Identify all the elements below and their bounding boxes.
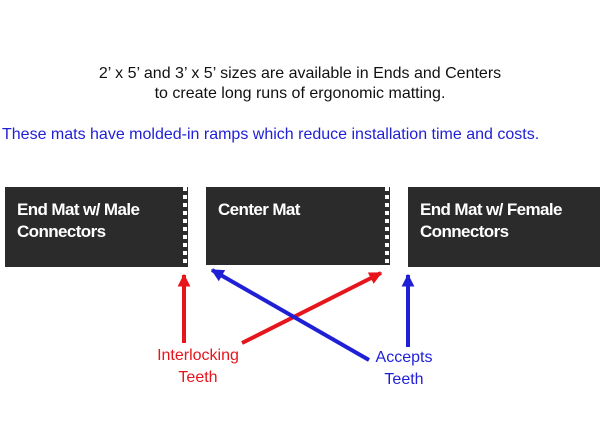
intro-line-2: to create long runs of ergonomic matting… xyxy=(154,85,446,102)
callout-interlocking-teeth: Interlocking Teeth xyxy=(148,345,248,389)
center-mat: Center Mat xyxy=(206,187,390,265)
end-mat-male-label: End Mat w/ Male Connectors xyxy=(17,199,140,243)
end-mat-male-label-line-1: End Mat w/ Male xyxy=(17,200,140,219)
center-mat-label: Center Mat xyxy=(218,199,300,221)
male-connector-teeth xyxy=(183,187,187,267)
center-connector-teeth xyxy=(385,187,389,265)
callout-accepts-line-2: Teeth xyxy=(384,371,424,388)
arrow-accepts-to-center xyxy=(210,268,370,362)
callout-accepts-teeth: Accepts Teeth xyxy=(358,347,450,391)
center-mat-label-line-1: Center Mat xyxy=(218,200,300,219)
end-mat-male-label-line-2: Connectors xyxy=(17,222,106,241)
end-mat-male: End Mat w/ Male Connectors xyxy=(5,187,188,267)
intro-line-1: 2’ x 5’ and 3’ x 5’ sizes are available … xyxy=(98,65,502,82)
end-mat-female-label-line-2: Connectors xyxy=(420,222,509,241)
intro-text: 2’ x 5’ and 3’ x 5’ sizes are available … xyxy=(0,64,600,104)
arrow-interlocking-to-center xyxy=(241,271,383,345)
callout-accepts-line-1: Accepts xyxy=(375,349,433,366)
end-mat-female: End Mat w/ Female Connectors xyxy=(408,187,600,267)
end-mat-female-label: End Mat w/ Female Connectors xyxy=(420,199,562,243)
end-mat-female-label-line-1: End Mat w/ Female xyxy=(420,200,562,219)
callout-interlocking-line-1: Interlocking xyxy=(157,347,239,364)
ramps-note: These mats have molded-in ramps which re… xyxy=(2,126,540,143)
callout-interlocking-line-2: Teeth xyxy=(178,369,218,386)
